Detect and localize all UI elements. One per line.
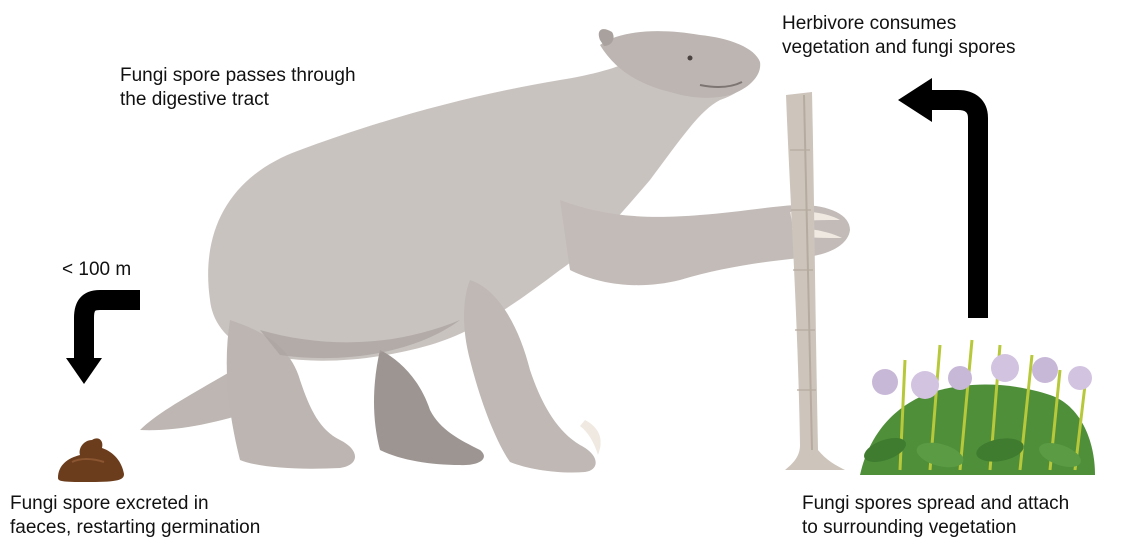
label-excreted: Fungi spore excreted in faeces, restarti…: [10, 492, 260, 540]
curved-arrow-up-left-icon: [898, 78, 978, 318]
label-distance: < 100 m: [62, 258, 131, 282]
curved-arrow-down-icon: [66, 300, 140, 384]
dung-pile: [58, 438, 124, 482]
tree-trunk: [785, 92, 845, 470]
plant-clump: [860, 340, 1095, 475]
label-digestive-tract: Fungi spore passes through the digestive…: [120, 64, 356, 112]
label-herbivore-consumes: Herbivore consumes vegetation and fungi …: [782, 12, 1015, 60]
label-spores-spread: Fungi spores spread and attach to surrou…: [802, 492, 1069, 540]
